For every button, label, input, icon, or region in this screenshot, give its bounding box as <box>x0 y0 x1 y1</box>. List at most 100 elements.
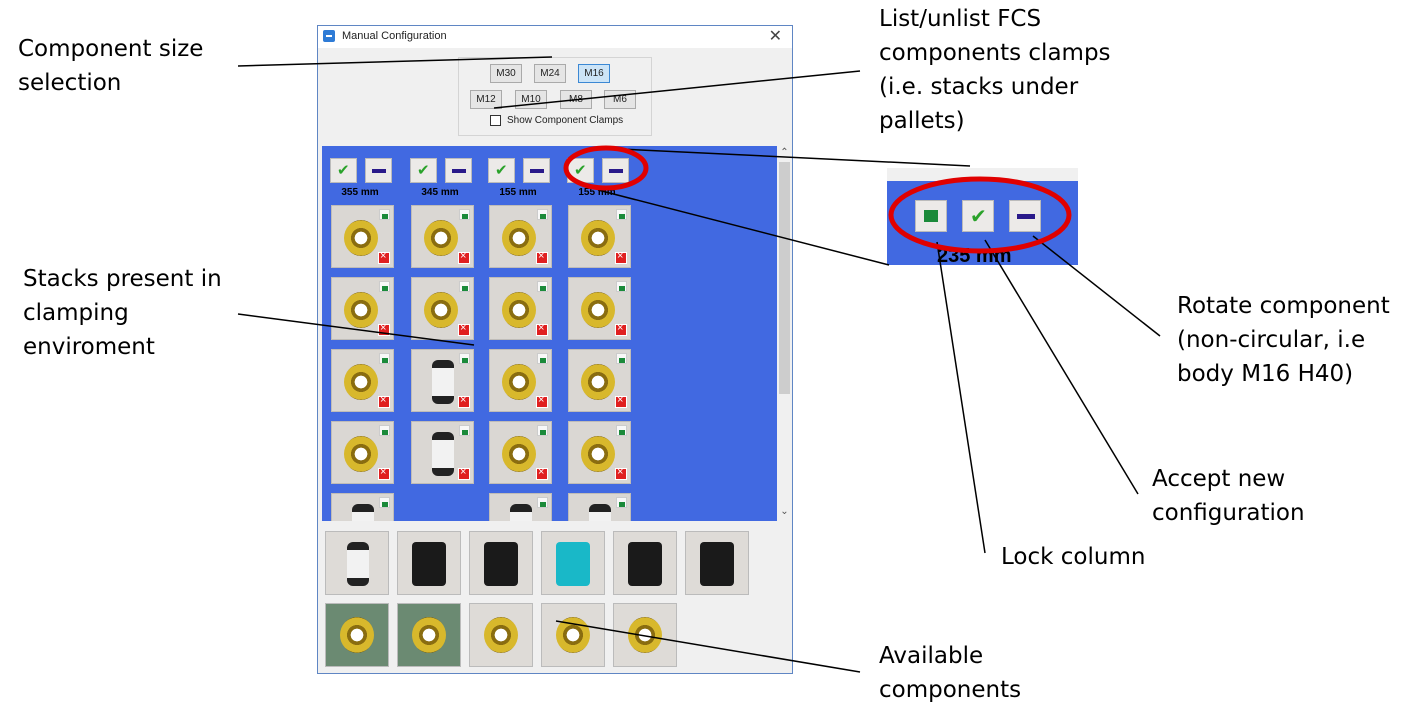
available-component-ring[interactable] <box>469 603 533 667</box>
stack-tile[interactable] <box>331 349 394 412</box>
available-component-gold-ring-green[interactable] <box>325 603 389 667</box>
show-clamps-checkbox[interactable] <box>490 115 501 126</box>
stack-tile[interactable] <box>568 349 631 412</box>
delete-icon[interactable] <box>615 466 627 480</box>
available-component-ring[interactable] <box>541 603 605 667</box>
lock-icon[interactable] <box>379 281 390 292</box>
column-width-label: 355 mm <box>341 187 379 198</box>
vertical-scrollbar[interactable]: ⌃ ⌄ <box>777 146 792 521</box>
lock-icon[interactable] <box>379 209 390 220</box>
stack-tile[interactable] <box>568 205 631 268</box>
lock-icon[interactable] <box>459 425 470 436</box>
delete-icon[interactable] <box>536 322 548 336</box>
lock-icon[interactable] <box>537 497 548 508</box>
cylinder-component-icon <box>510 504 532 521</box>
lock-icon[interactable] <box>459 281 470 292</box>
available-component-dark-fixture[interactable] <box>613 531 677 595</box>
delete-icon[interactable] <box>536 466 548 480</box>
close-icon[interactable]: ✕ <box>768 28 782 45</box>
scroll-thumb[interactable] <box>779 162 790 394</box>
rotate-button[interactable] <box>365 158 392 183</box>
delete-icon[interactable] <box>458 466 470 480</box>
lock-icon[interactable] <box>537 209 548 220</box>
delete-icon[interactable] <box>378 322 390 336</box>
ring-component-icon <box>424 292 458 328</box>
accept-button[interactable] <box>488 158 515 183</box>
delete-icon[interactable] <box>536 250 548 264</box>
ring-component-icon <box>581 292 615 328</box>
delete-icon[interactable] <box>378 250 390 264</box>
lock-icon[interactable] <box>616 425 627 436</box>
stack-tile[interactable] <box>331 421 394 484</box>
delete-icon[interactable] <box>536 394 548 408</box>
rotate-button-zoom <box>1009 200 1041 232</box>
window-title: Manual Configuration <box>342 30 447 42</box>
size-button-m6[interactable]: M6 <box>604 90 636 109</box>
delete-icon[interactable] <box>615 322 627 336</box>
rotate-button[interactable] <box>523 158 550 183</box>
annotation-stacks-present: Stacks present in clamping enviroment <box>23 266 222 360</box>
stack-tile[interactable] <box>568 493 631 521</box>
size-button-m12[interactable]: M12 <box>470 90 502 109</box>
stack-tile[interactable] <box>489 349 552 412</box>
stack-tile[interactable] <box>331 205 394 268</box>
app-icon <box>323 30 335 42</box>
lock-icon[interactable] <box>616 209 627 220</box>
available-component-cyan-block[interactable] <box>541 531 605 595</box>
available-component-dark-cylinder[interactable] <box>685 531 749 595</box>
available-component-cylinder-dark[interactable] <box>469 531 533 595</box>
delete-icon[interactable] <box>615 394 627 408</box>
lock-icon[interactable] <box>379 497 390 508</box>
available-component-ring[interactable] <box>613 603 677 667</box>
delete-icon[interactable] <box>458 250 470 264</box>
stack-tile[interactable] <box>489 277 552 340</box>
size-button-m30[interactable]: M30 <box>490 64 522 83</box>
accept-button[interactable] <box>330 158 357 183</box>
delete-icon[interactable] <box>378 394 390 408</box>
ring-icon <box>484 617 518 653</box>
accept-button[interactable] <box>410 158 437 183</box>
lock-icon[interactable] <box>379 353 390 364</box>
lock-icon[interactable] <box>459 209 470 220</box>
show-clamps-label: Show Component Clamps <box>507 115 624 126</box>
stack-tile[interactable] <box>568 421 631 484</box>
stack-tile[interactable] <box>331 493 394 521</box>
available-component-cylinder[interactable] <box>325 531 389 595</box>
lock-icon[interactable] <box>616 281 627 292</box>
lock-icon[interactable] <box>459 353 470 364</box>
lock-icon[interactable] <box>616 497 627 508</box>
stack-tile[interactable] <box>489 421 552 484</box>
stack-tile[interactable] <box>489 205 552 268</box>
delete-icon[interactable] <box>458 394 470 408</box>
stack-tile[interactable] <box>411 277 474 340</box>
cylinder-component-icon <box>352 504 374 521</box>
stack-tile[interactable] <box>411 349 474 412</box>
rotate-button[interactable] <box>445 158 472 183</box>
lock-icon[interactable] <box>379 425 390 436</box>
size-button-m24[interactable]: M24 <box>534 64 566 83</box>
accept-button[interactable] <box>567 158 594 183</box>
size-button-m8[interactable]: M8 <box>560 90 592 109</box>
stack-tile[interactable] <box>411 205 474 268</box>
stack-tile[interactable] <box>489 493 552 521</box>
scroll-up-icon[interactable]: ⌃ <box>780 147 789 158</box>
rotate-button[interactable] <box>602 158 629 183</box>
delete-icon[interactable] <box>378 466 390 480</box>
lock-icon[interactable] <box>537 425 548 436</box>
size-button-m10[interactable]: M10 <box>515 90 547 109</box>
lock-icon[interactable] <box>537 353 548 364</box>
available-component-gold-ring-green[interactable] <box>397 603 461 667</box>
size-button-m16[interactable]: M16 <box>578 64 610 83</box>
gold-ring-green-icon <box>412 617 446 653</box>
ring-component-icon <box>502 364 536 400</box>
stack-tile[interactable] <box>411 421 474 484</box>
lock-icon[interactable] <box>537 281 548 292</box>
scroll-down-icon[interactable]: ⌄ <box>780 506 789 517</box>
stack-tile[interactable] <box>331 277 394 340</box>
annotation-available: Available components <box>879 643 1022 703</box>
available-component-clamp-block[interactable] <box>397 531 461 595</box>
delete-icon[interactable] <box>458 322 470 336</box>
lock-icon[interactable] <box>616 353 627 364</box>
delete-icon[interactable] <box>615 250 627 264</box>
stack-tile[interactable] <box>568 277 631 340</box>
